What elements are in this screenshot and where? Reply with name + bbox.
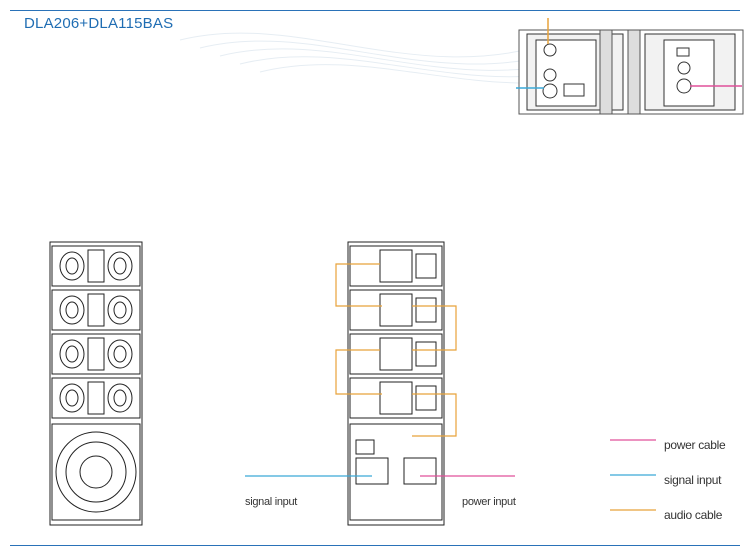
signal-input-label: signal input [245,496,298,508]
header-rule [10,10,740,11]
legend-signal-label: signal input [664,473,722,487]
front-subwoofer [51,423,141,521]
page-title: DLA206+DLA115BAS [24,15,174,32]
rear-cabinet-3 [349,333,443,375]
front-cabinet-3 [51,333,141,375]
front-view-stack [49,241,143,526]
audio-cables [335,263,457,437]
legend-power-label: power cable [664,438,726,452]
front-cabinet-1 [51,245,141,287]
background-waves [179,32,641,84]
rear-view-stack [347,241,445,526]
legend-audio-label: audio cable [664,508,723,522]
footer-rule [10,545,740,546]
rear-panel-detail [516,18,744,115]
rear-cabinet-2 [349,289,443,331]
front-cabinet-4 [51,377,141,419]
rear-cabinet-1 [349,245,443,287]
rear-cabinet-4 [349,377,443,419]
front-cabinet-2 [51,289,141,331]
rear-subwoofer [349,423,443,521]
power-input-label: power input [462,496,516,508]
